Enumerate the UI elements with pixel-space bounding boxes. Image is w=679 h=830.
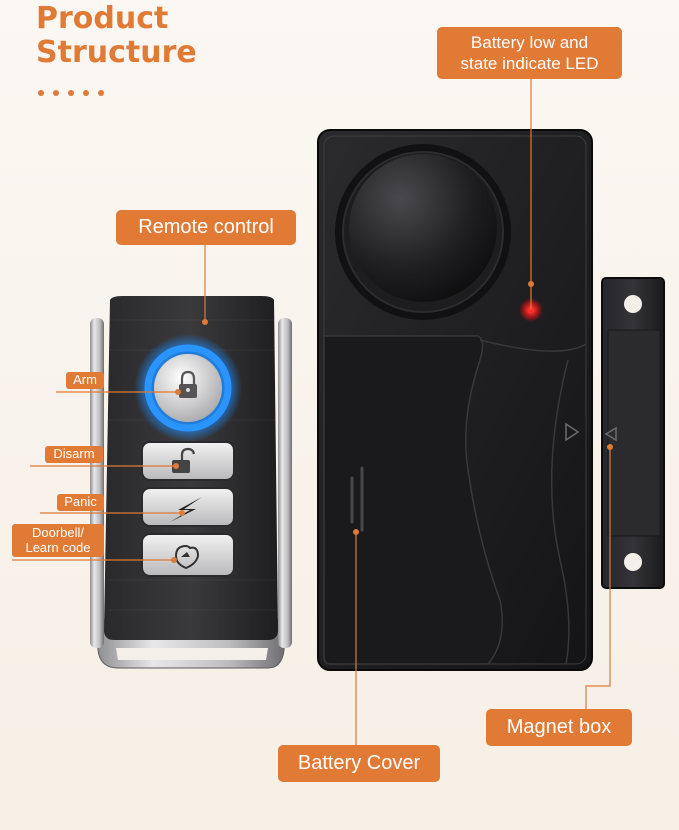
- dot: [98, 90, 104, 96]
- label-arm: Arm: [66, 372, 104, 389]
- dot: [38, 90, 44, 96]
- leader-lines: [12, 79, 611, 745]
- page-title: Product Structure: [36, 2, 197, 70]
- speaker: [349, 154, 497, 302]
- label-doorbell-line-2: Learn code: [25, 540, 91, 555]
- label-panic: Panic: [57, 494, 104, 511]
- arrow-left-icon: [604, 426, 617, 442]
- magnet-box: [601, 277, 665, 589]
- dot: [53, 90, 59, 96]
- callout-led-line-1: Battery low and: [470, 33, 589, 52]
- bell-heart-icon: [174, 544, 200, 570]
- lightning-icon: [170, 497, 202, 522]
- leader-endpoints: [171, 281, 613, 563]
- label-disarm: Disarm: [45, 446, 103, 463]
- lock-icon: [179, 370, 197, 398]
- callout-battery-cover: Battery Cover: [278, 745, 440, 782]
- dot: [68, 90, 74, 96]
- arrow-right-icon: [565, 422, 580, 442]
- screw-hole: [624, 295, 642, 313]
- label-doorbell: Doorbell/ Learn code: [12, 524, 104, 557]
- title-dots: [38, 90, 104, 96]
- dot: [83, 90, 89, 96]
- label-doorbell-line-1: Doorbell/: [31, 525, 85, 540]
- panic-button[interactable]: [141, 487, 235, 527]
- arm-button-ring: [144, 344, 232, 432]
- title-line-2: Structure: [36, 35, 197, 70]
- callout-led-line-2: state indicate LED: [460, 54, 599, 73]
- alarm-unit: [317, 129, 593, 671]
- callout-led: Battery low and state indicate LED: [437, 27, 622, 79]
- remote-control: [90, 296, 292, 669]
- battery-cover: [323, 335, 503, 665]
- callout-magnet-box: Magnet box: [486, 709, 632, 746]
- screw-hole: [624, 553, 642, 571]
- callout-remote-control: Remote control: [116, 210, 296, 245]
- title-line-1: Product: [36, 1, 169, 36]
